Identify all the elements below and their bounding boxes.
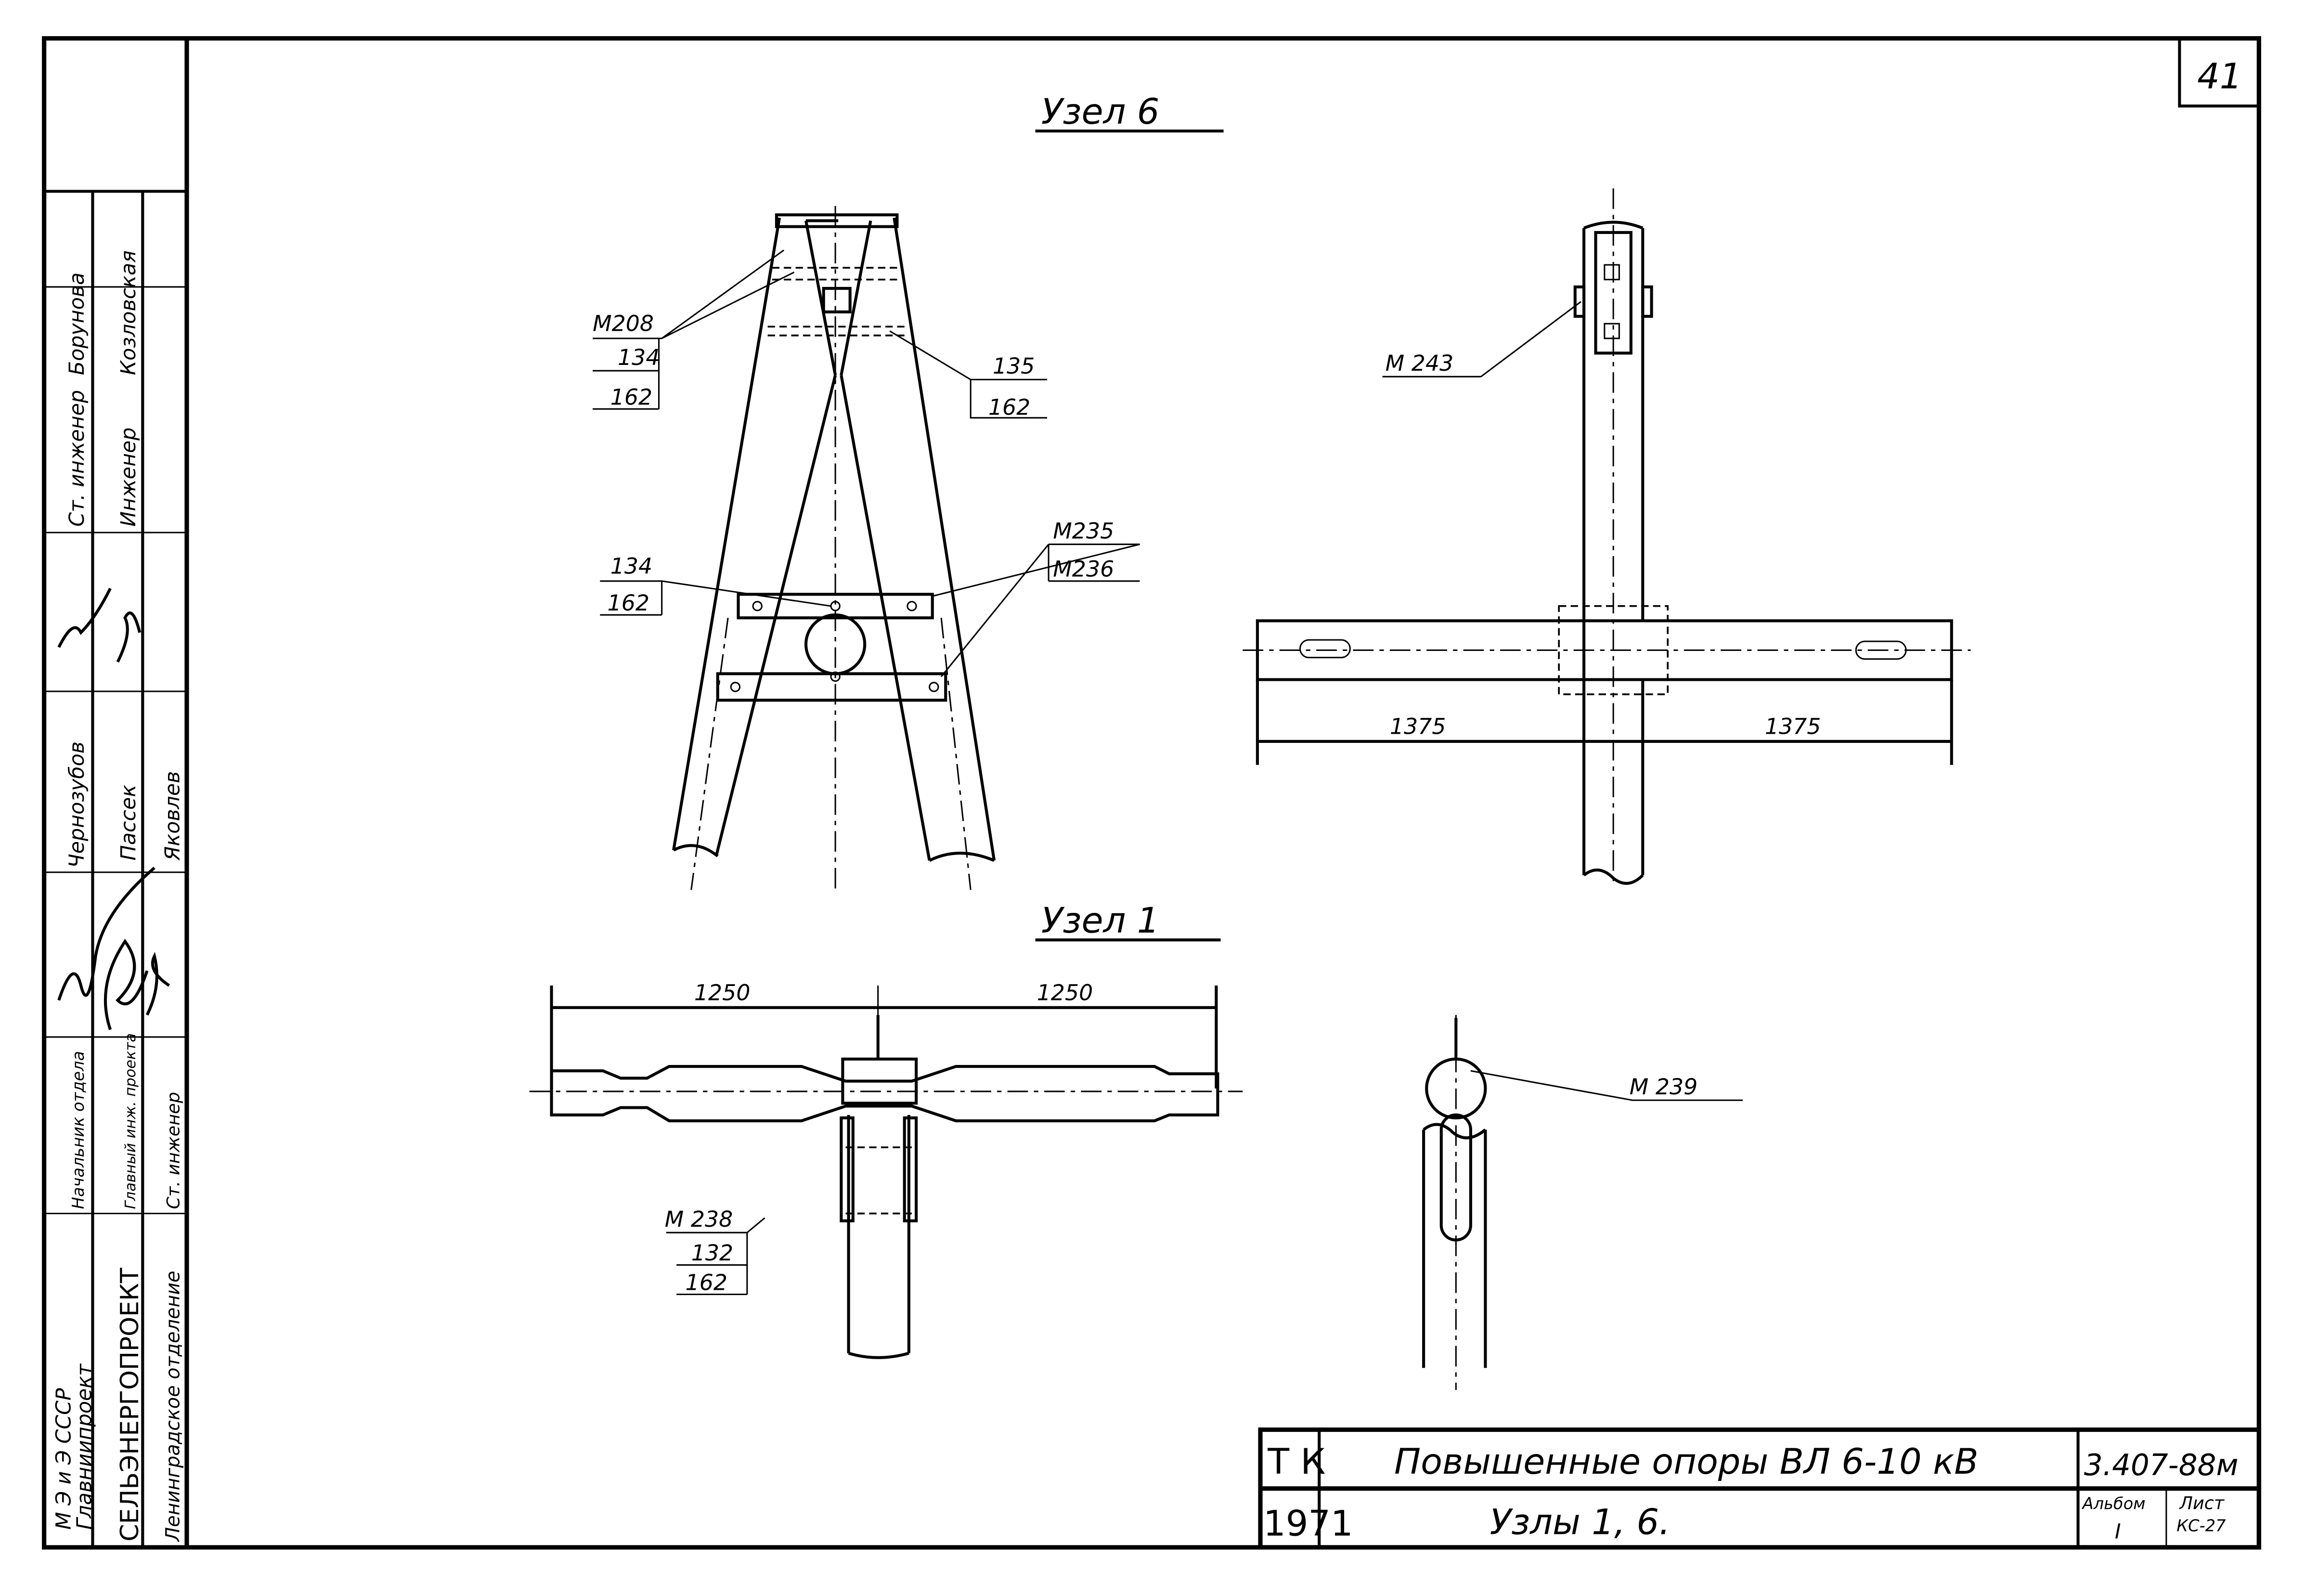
node6-title: Узел 6 (1041, 91, 1160, 132)
node1-title: Узел 1 (1041, 900, 1160, 941)
stamp-role: Ст. инженер (65, 390, 89, 527)
sheet-frame (42, 36, 2261, 1550)
stamp-role: Ст. инженер (163, 1092, 184, 1209)
stamp-role: Инженер (117, 428, 141, 527)
dimension-1375-left: 1375 (1390, 714, 1446, 740)
stamp-role: Начальник отдела (69, 1051, 88, 1209)
label-134: 134 (610, 553, 652, 579)
title-block (1258, 1427, 2261, 1550)
album-value: I (2115, 1520, 2121, 1544)
drawing-title: Повышенные опоры ВЛ 6-10 кВ (1394, 1441, 1979, 1482)
label-162: 162 (988, 394, 1030, 420)
label-m239: М 239 (1630, 1074, 1698, 1100)
node6-cross-view (1243, 188, 1971, 885)
label-m238: М 238 (665, 1206, 733, 1232)
label-132: 132 (691, 1240, 733, 1266)
label-m235: М235 (1053, 518, 1114, 544)
sheet-label: Лист (2178, 1493, 2225, 1514)
dimension-1375-right: 1375 (1765, 714, 1821, 740)
stamp-name: Козловская (117, 250, 141, 375)
dimension-1250-right: 1250 (1037, 980, 1093, 1006)
node1-front-view (529, 985, 1243, 1359)
label-m236: М236 (1053, 556, 1114, 582)
stamp-org-line2: Главниипроект (72, 1363, 96, 1530)
label-162: 162 (686, 1269, 727, 1295)
dimension-1250-left: 1250 (694, 980, 751, 1006)
node6-aframe-view (593, 206, 1140, 890)
stamp-name: Пассек (117, 785, 141, 861)
label-m243: М 243 (1386, 350, 1454, 376)
sheet-number: 41 (2197, 56, 2242, 97)
label-162: 162 (610, 384, 652, 410)
drawing-subtitle: Узлы 1, 6. (1490, 1502, 1671, 1543)
node1-side-view (1422, 1015, 1743, 1390)
album-label: Альбом (2082, 1494, 2146, 1513)
title-code: Т К (1267, 1441, 1325, 1482)
stamp-role: Главный инж. проекта (122, 1033, 139, 1209)
label-162: 162 (608, 590, 649, 616)
label-134: 134 (618, 344, 660, 370)
label-m208: М208 (593, 311, 654, 337)
label-135: 135 (993, 353, 1035, 379)
stamp-org-line1: М Э и Э СССР (52, 1388, 76, 1530)
stamp-org-dept: Ленинградское отделение (162, 1271, 184, 1542)
title-year: 1971 (1263, 1504, 1353, 1544)
sheet-value: КС-27 (2176, 1516, 2226, 1535)
stamp-name: Чернозубов (65, 741, 89, 868)
designation: 3.407-88м (2084, 1448, 2239, 1482)
stamp-name: Борунова (65, 272, 89, 375)
stamp-name: Яковлев (161, 771, 185, 861)
side-stamp: Борунова Ст. инженер Козловская Инженер … (44, 190, 187, 1547)
stamp-org-name: СЕЛЬЭНЕРГОПРОЕКТ (116, 1268, 144, 1542)
signatures (57, 587, 170, 1030)
